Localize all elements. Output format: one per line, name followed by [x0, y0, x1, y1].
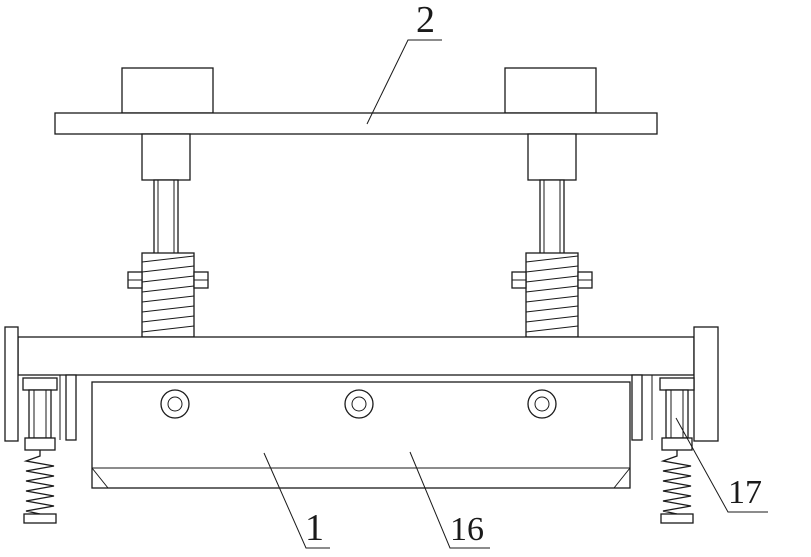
left-rail	[65, 374, 77, 441]
label-2: 2	[416, 0, 435, 41]
label-16: 16	[450, 511, 484, 548]
label-17: 17	[728, 474, 762, 511]
top-plate	[54, 112, 658, 135]
left-threaded-sleeve	[127, 252, 209, 338]
left-cylinder-body	[141, 133, 191, 181]
right-end-plate	[693, 326, 719, 442]
bolt-right	[527, 389, 557, 419]
base-beam	[17, 336, 695, 376]
right-threaded-sleeve	[511, 252, 593, 338]
top-left-block	[121, 67, 214, 114]
leader-1	[263, 452, 330, 549]
left-end-plate	[4, 326, 19, 442]
right-spring-unit	[659, 377, 695, 524]
right-rail	[631, 374, 643, 441]
left-spring-unit	[22, 377, 58, 524]
right-cylinder-body	[527, 133, 577, 181]
leader-17	[675, 417, 768, 513]
leader-2	[366, 39, 442, 125]
block-16	[91, 381, 631, 489]
label-1: 1	[305, 507, 324, 549]
bolt-center	[344, 389, 374, 419]
bolt-left	[160, 389, 190, 419]
leader-16	[409, 451, 490, 549]
top-right-block	[504, 67, 597, 114]
